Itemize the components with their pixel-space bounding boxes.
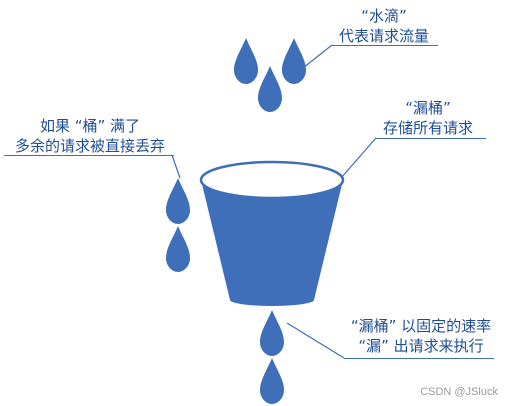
connector-leak (286, 322, 345, 359)
overflow-drop (166, 178, 190, 224)
bucket-label-line1: “漏桶” (405, 99, 451, 117)
leak-drop (260, 310, 284, 356)
bucket-rim (199, 160, 345, 200)
water-drop (258, 66, 282, 112)
leak-label: “漏桶” 以固定的速率 “漏” 出请求来执行 (340, 316, 502, 356)
water-drop-label: “水滴” 代表请求流量 (328, 6, 440, 46)
leak-underline (344, 358, 494, 359)
bucket-label: “漏桶” 存储所有请求 (372, 98, 484, 138)
watermark: CSDN @JSluck (420, 386, 498, 398)
leak-label-line1: “漏桶” 以固定的速率 (350, 317, 492, 335)
overflow-underline (4, 155, 174, 156)
bucket-underline (376, 138, 486, 139)
water-drop (282, 38, 306, 84)
connector-water-drop (302, 44, 333, 69)
bucket (199, 160, 345, 306)
overflow-drop (166, 226, 190, 272)
overflow-label-line2: 多余的请求被直接丢弃 (14, 137, 165, 155)
overflow-label-line1: 如果 “桶” 满了 (39, 117, 141, 135)
overflow-label: 如果 “桶” 满了 多余的请求被直接丢弃 (4, 116, 176, 156)
leak-drop (260, 358, 284, 404)
connector-overflow (171, 154, 181, 179)
water-drop (234, 38, 258, 84)
water-drop-underline (332, 45, 438, 46)
water-drop-label-line1: “水滴” (361, 7, 407, 25)
bucket-label-line2: 存储所有请求 (382, 119, 473, 137)
leak-label-line2: “漏” 出请求来执行 (358, 337, 484, 355)
connector-bucket (340, 137, 377, 179)
water-drop-label-line2: 代表请求流量 (338, 27, 429, 45)
